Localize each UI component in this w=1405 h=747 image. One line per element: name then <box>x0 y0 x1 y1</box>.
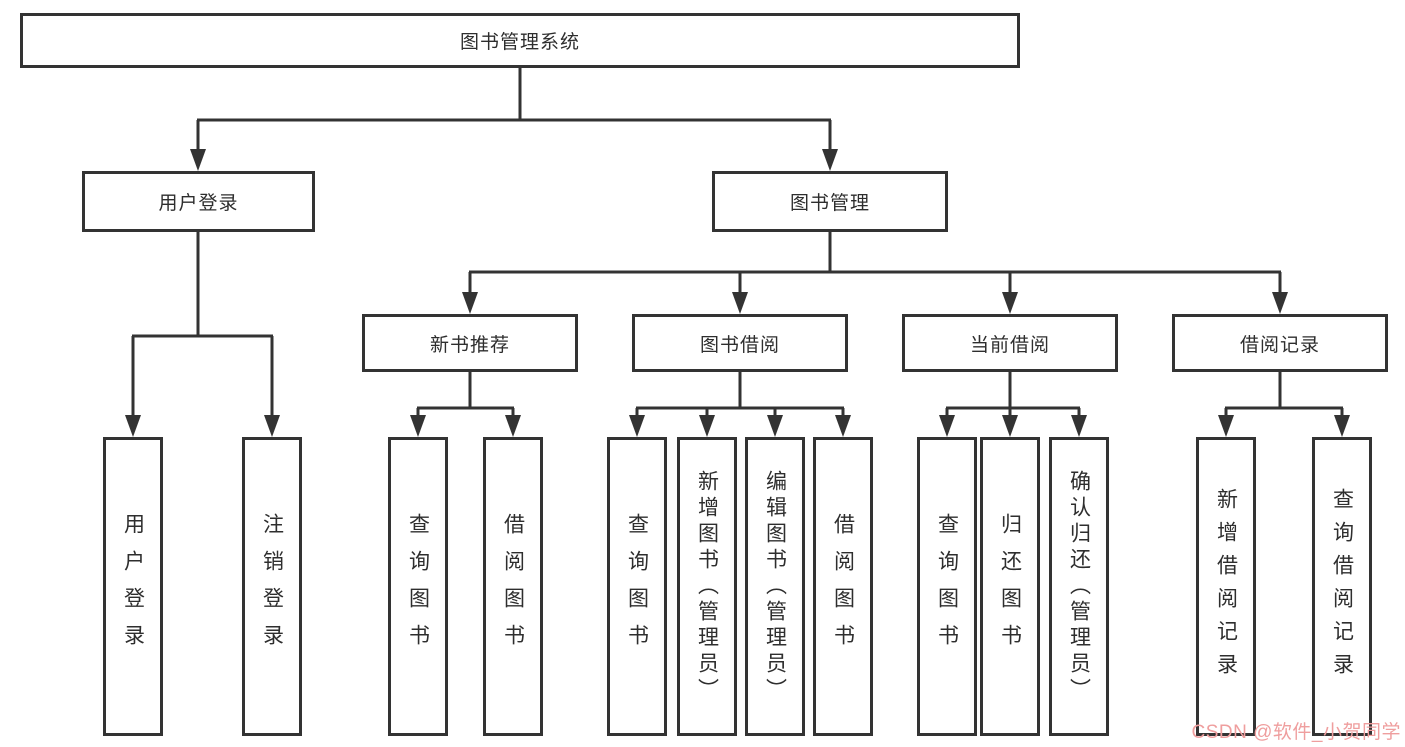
leaf-query-books-recommend-label: 查询图书 <box>406 512 430 661</box>
node-user-login-label: 用户登录 <box>158 193 239 214</box>
node-book-management-label: 图书管理 <box>789 193 870 214</box>
leaf-return-books: 归还图书 <box>980 437 1040 736</box>
arrow-down-icon <box>732 292 748 314</box>
leaf-confirm-return-admin: 确认归还（管理员） <box>1049 437 1109 736</box>
arrow-down-icon <box>505 415 521 437</box>
arrow-down-icon <box>822 149 838 171</box>
leaf-query-books-current-label: 查询图书 <box>935 512 959 661</box>
leaf-query-books-current: 查询图书 <box>917 437 977 736</box>
leaf-logout-label: 注销登录 <box>260 512 284 661</box>
arrow-down-icon <box>1002 415 1018 437</box>
leaf-query-books-borrowing: 查询图书 <box>607 437 667 736</box>
arrow-down-icon <box>939 415 955 437</box>
arrow-down-icon <box>1272 292 1288 314</box>
node-borrow-records: 借阅记录 <box>1172 314 1388 372</box>
node-book-borrowing-label: 图书借阅 <box>699 334 780 356</box>
node-current-borrowing: 当前借阅 <box>902 314 1118 372</box>
leaf-logout: 注销登录 <box>242 437 302 736</box>
arrow-down-icon <box>1218 415 1234 437</box>
leaf-borrow-books-label: 借阅图书 <box>831 512 855 661</box>
arrow-down-icon <box>699 415 715 437</box>
leaf-confirm-return-admin-label: 确认归还（管理员） <box>1067 469 1091 704</box>
arrow-down-icon <box>835 415 851 437</box>
leaf-add-borrow-record: 新增借阅记录 <box>1196 437 1256 736</box>
leaf-add-books-admin: 新增图书（管理员） <box>677 437 737 736</box>
leaf-query-books-borrowing-label: 查询图书 <box>625 512 649 661</box>
node-borrow-records-label: 借阅记录 <box>1239 334 1320 356</box>
leaf-add-books-admin-label: 新增图书（管理员） <box>695 469 719 704</box>
arrow-down-icon <box>629 415 645 437</box>
arrow-down-icon <box>1071 415 1087 437</box>
arrow-down-icon <box>1334 415 1350 437</box>
leaf-borrow-books-recommend-label: 借阅图书 <box>501 512 525 661</box>
leaf-edit-books-admin-label: 编辑图书（管理员） <box>763 469 787 704</box>
node-root-system: 图书管理系统 <box>20 13 1020 68</box>
leaf-query-books-recommend: 查询图书 <box>388 437 448 736</box>
leaf-user-login: 用户登录 <box>103 437 163 736</box>
leaf-return-books-label: 归还图书 <box>998 512 1022 661</box>
leaf-borrow-books: 借阅图书 <box>813 437 873 736</box>
arrow-down-icon <box>462 292 478 314</box>
node-book-management: 图书管理 <box>712 171 948 232</box>
leaf-borrow-books-recommend: 借阅图书 <box>483 437 543 736</box>
leaf-query-borrow-record-label: 查询借阅记录 <box>1330 487 1354 686</box>
arrow-down-icon <box>1002 292 1018 314</box>
arrow-down-icon <box>767 415 783 437</box>
node-user-login: 用户登录 <box>82 171 315 232</box>
leaf-user-login-label: 用户登录 <box>121 512 145 661</box>
leaf-add-borrow-record-label: 新增借阅记录 <box>1214 487 1238 686</box>
node-new-book-recommend-label: 新书推荐 <box>429 334 510 356</box>
node-book-borrowing: 图书借阅 <box>632 314 848 372</box>
node-root-label: 图书管理系统 <box>459 32 580 53</box>
arrow-down-icon <box>410 415 426 437</box>
node-current-borrowing-label: 当前借阅 <box>969 334 1050 356</box>
leaf-edit-books-admin: 编辑图书（管理员） <box>745 437 805 736</box>
arrow-down-icon <box>190 149 206 171</box>
csdn-watermark: CSDN @软件_小贺同学 <box>1191 722 1401 743</box>
node-new-book-recommend: 新书推荐 <box>362 314 578 372</box>
leaf-query-borrow-record: 查询借阅记录 <box>1312 437 1372 736</box>
arrow-down-icon <box>125 415 141 437</box>
arrow-down-icon <box>264 415 280 437</box>
